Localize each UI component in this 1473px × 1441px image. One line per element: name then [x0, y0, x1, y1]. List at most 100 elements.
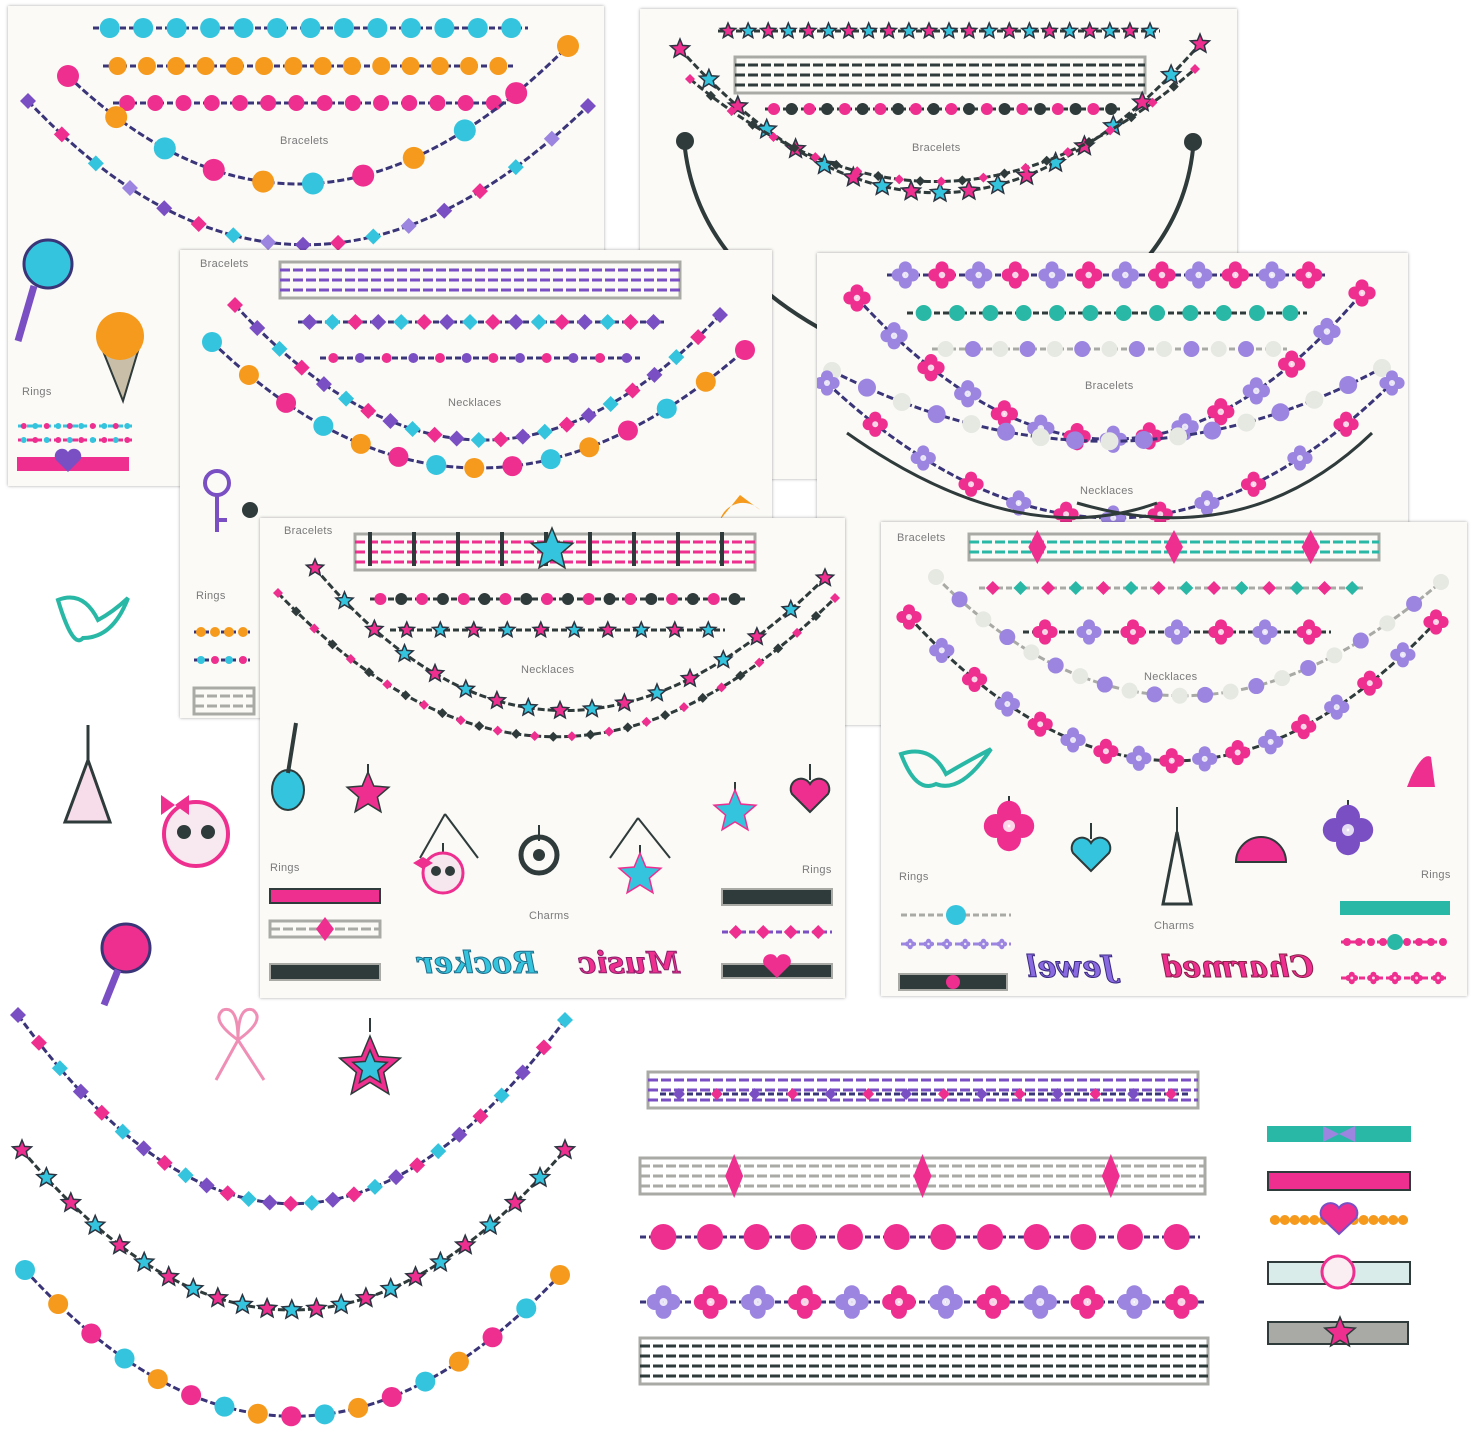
- gem-bead: [604, 726, 615, 737]
- gem-bead: [455, 715, 466, 726]
- sheet-4-artwork: [817, 261, 1405, 531]
- gem-bead: [514, 1064, 531, 1081]
- round-bead: [333, 18, 354, 38]
- gem-bead: [668, 349, 685, 366]
- flower-petal: [1154, 501, 1167, 514]
- flower-center: [1300, 723, 1307, 730]
- round-bead: [977, 1224, 1003, 1250]
- flower-center: [920, 455, 927, 461]
- round-bead: [735, 340, 755, 360]
- round-bead: [485, 95, 502, 111]
- round-bead: [112, 423, 119, 429]
- bracelet-clasp: [638, 1336, 1210, 1386]
- star-bead: [503, 1190, 527, 1213]
- gem-bead: [975, 1088, 988, 1100]
- gem-bead: [1126, 112, 1137, 123]
- skull-eye: [201, 825, 215, 839]
- round-bead: [1051, 103, 1064, 115]
- gem-bead: [580, 98, 596, 114]
- necklace-chain: [276, 591, 837, 739]
- flower-petal: [1330, 694, 1343, 707]
- round-bead: [1367, 938, 1375, 946]
- round-bead: [1069, 103, 1082, 115]
- necklace-chain: [20, 1149, 567, 1312]
- flower-center: [938, 271, 946, 279]
- round-bead: [1169, 427, 1188, 446]
- round-bead: [1215, 305, 1232, 321]
- round-bead: [316, 95, 333, 111]
- flower-center: [1177, 1298, 1186, 1306]
- star-bead: [354, 1286, 378, 1308]
- gem-bead: [53, 126, 70, 143]
- flower-center: [1135, 755, 1142, 762]
- gem-bead: [404, 420, 421, 437]
- gem-bead: [1041, 581, 1056, 595]
- round-bead: [1379, 615, 1396, 632]
- round-bead: [1082, 305, 1099, 321]
- gem-bead: [364, 667, 375, 678]
- flower-center: [1415, 976, 1419, 980]
- tattoo-sheet-5: Bracelets Necklaces Rings Rings Charms R…: [260, 518, 845, 998]
- round-bead: [1046, 341, 1063, 357]
- round-bead: [656, 398, 677, 419]
- star-bead: [1188, 32, 1212, 54]
- round-bead: [166, 18, 187, 38]
- star-bead: [798, 21, 818, 40]
- ring-band: [1340, 901, 1450, 915]
- round-bead: [453, 119, 476, 142]
- gem-bead: [470, 432, 487, 448]
- flower-center: [1000, 942, 1004, 946]
- flower-center: [938, 647, 945, 654]
- round-bead: [821, 103, 834, 115]
- round-bead: [105, 106, 128, 129]
- star-bead: [814, 567, 836, 587]
- round-bead: [1182, 305, 1199, 321]
- flower-center: [1130, 629, 1136, 635]
- flower-center: [894, 1298, 903, 1306]
- gem-bead: [768, 132, 779, 143]
- round-bead: [1072, 668, 1089, 685]
- gem-bead: [792, 627, 803, 638]
- round-bead: [408, 353, 419, 363]
- flower-center: [1048, 271, 1056, 279]
- star-bead: [738, 21, 758, 40]
- flower-petal: [907, 938, 913, 944]
- round-bead: [181, 1385, 202, 1406]
- round-bead: [434, 18, 455, 38]
- gem-bead: [852, 166, 863, 177]
- gem-bead: [507, 159, 524, 176]
- round-bead: [1433, 574, 1449, 590]
- gem-bead: [915, 176, 926, 187]
- gem-bead: [710, 1088, 723, 1100]
- flower-center: [1234, 749, 1241, 756]
- round-bead: [203, 95, 220, 111]
- gem-bead: [10, 1007, 26, 1023]
- round-bead: [231, 95, 248, 111]
- flower-petal: [903, 604, 915, 617]
- round-bead: [402, 146, 425, 169]
- gem-bead: [1345, 581, 1360, 595]
- round-bead: [1269, 1215, 1280, 1225]
- skull-eye: [445, 866, 455, 876]
- gem-bead: [382, 679, 393, 690]
- round-bead: [401, 95, 418, 111]
- gem-bead: [830, 593, 840, 603]
- flower-center: [927, 942, 930, 946]
- round-bead: [1265, 341, 1282, 357]
- gem-bead: [1168, 81, 1179, 92]
- flower-center: [963, 942, 967, 946]
- round-bead: [964, 341, 981, 357]
- round-bead: [937, 341, 954, 357]
- round-bead: [516, 1298, 537, 1319]
- gem-bead: [685, 74, 695, 84]
- gem-bead: [580, 407, 597, 424]
- flower-petal: [1370, 971, 1377, 978]
- star-bead: [394, 642, 415, 663]
- flower-center: [908, 942, 912, 946]
- star-bead: [1140, 21, 1160, 40]
- gem-bead: [576, 314, 593, 330]
- gem-bead: [900, 1088, 913, 1100]
- flower-petal: [1396, 642, 1409, 655]
- gem-bead: [273, 588, 283, 598]
- round-bead: [1378, 1215, 1389, 1225]
